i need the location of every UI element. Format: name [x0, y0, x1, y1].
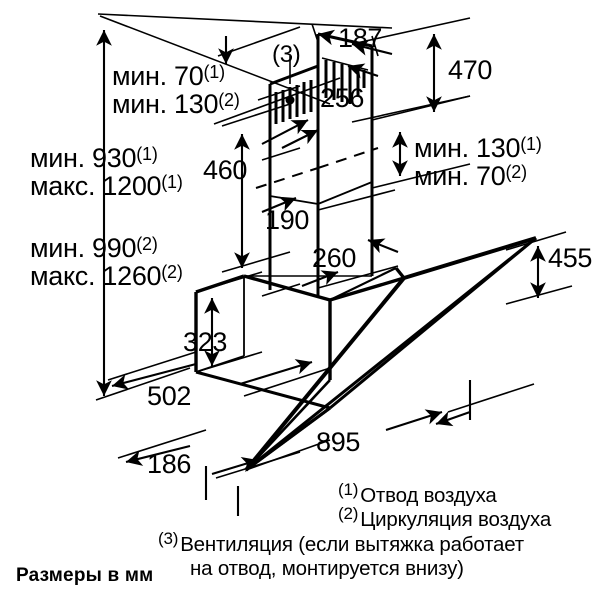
dim-chimney-top-depth: 187 — [338, 23, 383, 53]
dim-right-gap-mark2: (2) — [505, 162, 528, 183]
dim-height-recirc-line1: мин. 990 — [30, 233, 137, 263]
dim-right-gap-line2: мин. 70 — [414, 161, 506, 192]
dim-height-exhaust-mark1: (1) — [136, 144, 158, 164]
dim-top-gap-mark1: (1) — [203, 62, 226, 82]
dim-body-width: 502 — [147, 381, 192, 411]
legend-mark-1: (1) — [338, 480, 359, 499]
chimney-upper — [268, 32, 374, 204]
dim-chimney-upper-width: 256 — [320, 83, 365, 113]
legend-item-3: (3) Вентиляция (если вытяжка работает на… — [158, 529, 524, 581]
vent-outlet-dot — [285, 95, 295, 105]
legend-text-3-line2: на отвод, монтируется внизу) — [190, 557, 464, 580]
dim-glass-height: 455 — [548, 243, 593, 273]
chimney-vent-grille-right-frame — [321, 57, 369, 71]
glass-panel-edge-detail — [245, 267, 397, 471]
dim-glass-width: 895 — [316, 427, 361, 457]
chimney-upper-edges — [269, 181, 373, 205]
dim-body-depth-top: 260 — [312, 243, 357, 273]
legend-text-2: Циркуляция воздуха — [360, 508, 552, 531]
legend-mark-3: (3) — [158, 529, 179, 548]
dim-top-gap-line2: мин. 130 — [112, 89, 219, 120]
units-note: Размеры в мм — [16, 565, 154, 586]
dim-body-base-depth: 186 — [147, 449, 192, 479]
dim-height-recirc-mark2: (2) — [161, 262, 183, 283]
dim-height-recirc-mark1: (2) — [136, 234, 158, 254]
dimension-top-gap: мин. 70(1) мин. 130(2) — [112, 62, 240, 119]
dim-chimney-lower-height: 460 — [203, 155, 248, 185]
chimney-hidden-edge — [255, 147, 379, 189]
dim-chimney-top-height: 470 — [448, 55, 493, 85]
hood-shoulder — [244, 266, 406, 302]
chimney-vent-grille-left — [274, 80, 313, 124]
chimney-lower — [268, 182, 374, 298]
dim-chimney-lower-width: 190 — [265, 205, 310, 235]
dim-top-gap-line1: мин. 70 — [112, 61, 204, 91]
dimension-height-recirc: мин. 990(2) макс. 1260(2) — [30, 234, 183, 291]
dim-body-height: 323 — [183, 327, 228, 357]
vent-callout-leader — [261, 56, 309, 145]
legend-text-1: Отвод воздуха — [360, 484, 497, 507]
legend-item-2: (2) Циркуляция воздуха — [338, 504, 552, 532]
dim-height-exhaust-line1: мин. 930 — [30, 143, 137, 173]
dim-right-gap-line1: мин. 130 — [414, 133, 521, 163]
dim-top-gap-mark2: (2) — [218, 90, 240, 111]
dim-height-recirc-line2: макс. 1260 — [30, 261, 162, 292]
dim-height-exhaust-mark2: (1) — [161, 172, 183, 193]
dim-height-exhaust-line2: макс. 1200 — [30, 171, 162, 202]
glass-panel-inner — [245, 236, 537, 472]
vent-marker-label: (3) — [272, 41, 301, 68]
legend-mark-2: (2) — [338, 504, 359, 523]
legend-text-3: Вентиляция (если вытяжка работает — [180, 533, 524, 556]
dimension-right-gap: мин. 130(1) мин. 70(2) — [414, 134, 542, 191]
dimension-height-exhaust: мин. 930(1) макс. 1200(1) — [30, 144, 183, 201]
chimney-vent-grille-right — [324, 60, 366, 104]
dim-right-gap-mark1: (1) — [520, 134, 542, 154]
legend-item-1: (1) Отвод воздуха — [338, 480, 497, 508]
